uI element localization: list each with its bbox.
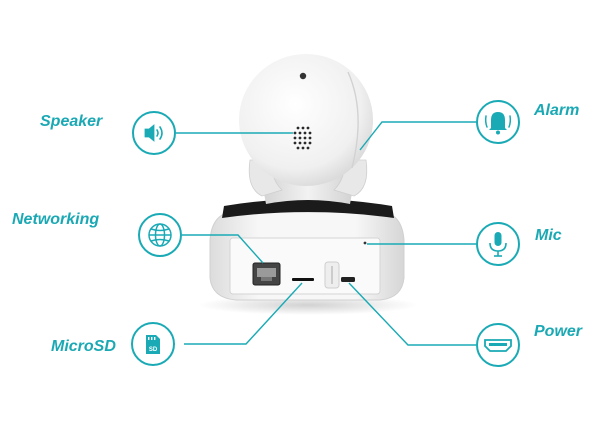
- ethernet-port: [252, 262, 281, 286]
- leader-networking: [182, 234, 264, 264]
- mic-hole: [363, 241, 367, 245]
- speaker-label: Speaker: [40, 113, 103, 130]
- leader-microsd: [184, 282, 303, 345]
- microsd-slot: [292, 278, 314, 281]
- leader-alarm: [359, 121, 476, 151]
- leader-lines: [176, 121, 476, 346]
- alarm-label: Alarm: [534, 102, 580, 119]
- svg-text:SD: SD: [149, 347, 158, 353]
- usb-port-icon: [484, 339, 512, 352]
- power-label: Power: [534, 323, 583, 340]
- power-feature: [476, 323, 520, 367]
- camera-head-sensor: [299, 72, 307, 80]
- camera-head: [239, 54, 373, 186]
- speaker-grille: [293, 126, 312, 150]
- alarm-feature: [476, 100, 520, 144]
- speaker-feature: [132, 111, 176, 155]
- camera-black-band: [222, 199, 394, 218]
- sd-card-icon: SD: [146, 335, 160, 354]
- microsd-label: MicroSD: [51, 338, 116, 355]
- alarm-bell-icon: [484, 112, 512, 135]
- networking-label: Networking: [12, 211, 100, 228]
- mic-feature: [476, 222, 520, 266]
- networking-feature: [138, 213, 182, 257]
- camera-head-seam: [347, 71, 359, 169]
- leader-power: [348, 282, 476, 346]
- microphone-icon: [489, 232, 507, 257]
- speaker-icon: [144, 124, 163, 142]
- microsd-feature: SD: [131, 322, 175, 366]
- mic-label: Mic: [535, 227, 562, 244]
- globe-icon: [148, 223, 172, 247]
- usb-port: [341, 277, 355, 282]
- camera: [198, 54, 418, 315]
